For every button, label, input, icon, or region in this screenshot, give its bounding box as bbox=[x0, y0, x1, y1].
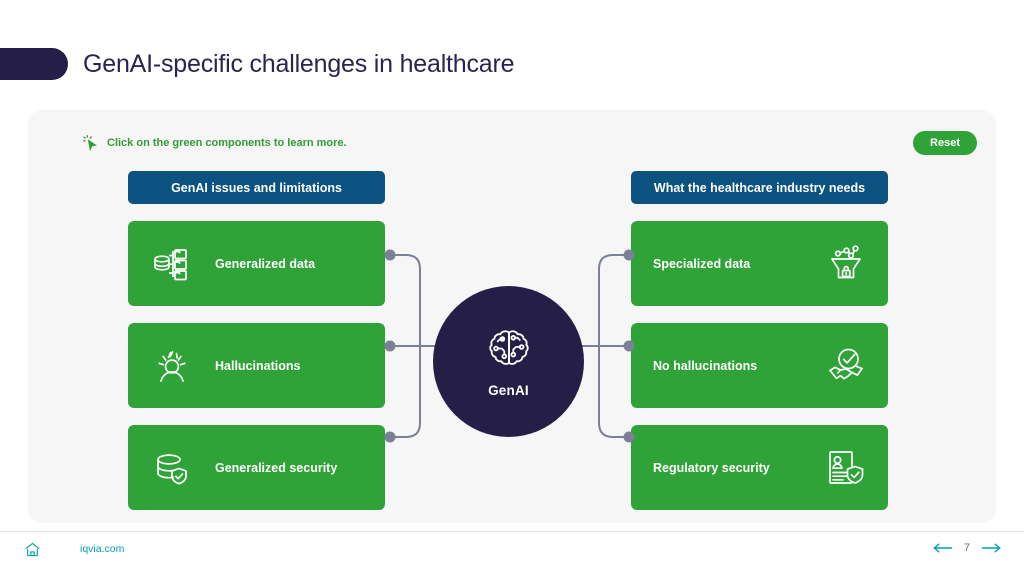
card-generalized-security[interactable]: Generalized security bbox=[128, 425, 385, 510]
arrow-right-icon[interactable] bbox=[981, 541, 1002, 555]
hub-label: GenAI bbox=[488, 383, 529, 398]
card-no-hallucinations[interactable]: No hallucinations bbox=[631, 323, 888, 408]
confused-person-icon bbox=[150, 344, 194, 388]
hint-text: Click on the green components to learn m… bbox=[107, 137, 347, 149]
card-label: Hallucinations bbox=[215, 358, 301, 373]
handshake-check-icon bbox=[824, 344, 868, 388]
reset-button[interactable]: Reset bbox=[913, 131, 977, 155]
card-regulatory-security[interactable]: Regulatory security bbox=[631, 425, 888, 510]
left-column: GenAI issues and limitations bbox=[128, 171, 385, 510]
right-column: What the healthcare industry needs Speci… bbox=[631, 171, 888, 510]
page-title: GenAI-specific challenges in healthcare bbox=[83, 50, 515, 78]
diagram-panel: Click on the green components to learn m… bbox=[28, 110, 996, 523]
home-icon[interactable] bbox=[24, 541, 41, 558]
arrow-left-icon[interactable] bbox=[932, 541, 953, 555]
genai-hub-node[interactable]: GenAI bbox=[433, 286, 584, 437]
document-person-shield-icon bbox=[824, 446, 868, 490]
card-specialized-data[interactable]: Specialized data bbox=[631, 221, 888, 306]
title-accent-bar bbox=[0, 48, 68, 80]
pager: 7 bbox=[932, 541, 1002, 555]
database-shield-check-icon bbox=[150, 446, 194, 490]
card-generalized-data[interactable]: Generalized data bbox=[128, 221, 385, 306]
card-label: Generalized data bbox=[215, 256, 316, 271]
footer-divider bbox=[0, 531, 1024, 532]
page-number: 7 bbox=[963, 542, 970, 554]
right-column-header: What the healthcare industry needs bbox=[631, 171, 888, 204]
hint-row: Click on the green components to learn m… bbox=[82, 134, 347, 152]
funnel-network-lock-icon bbox=[824, 242, 868, 286]
site-link[interactable]: iqvia.com bbox=[80, 543, 125, 555]
card-label: Specialized data bbox=[653, 256, 751, 271]
database-folders-icon bbox=[150, 242, 194, 286]
left-column-header: GenAI issues and limitations bbox=[128, 171, 385, 204]
ai-brain-circuit-icon bbox=[483, 325, 535, 377]
click-cursor-icon bbox=[82, 134, 100, 152]
card-hallucinations[interactable]: Hallucinations bbox=[128, 323, 385, 408]
card-label: Regulatory security bbox=[653, 460, 770, 475]
card-label: Generalized security bbox=[215, 460, 338, 475]
card-label: No hallucinations bbox=[653, 358, 758, 373]
